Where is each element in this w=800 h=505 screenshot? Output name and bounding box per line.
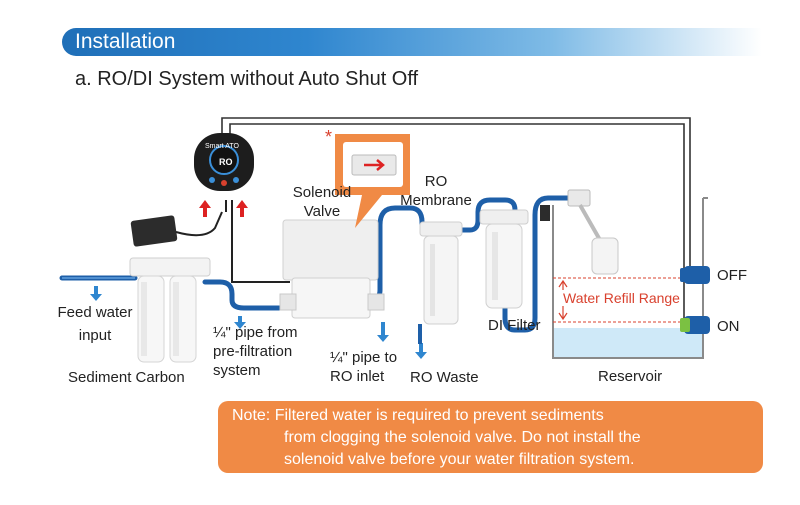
down-arrow-icon [90,286,427,359]
smart-ato-controller-icon [194,133,254,191]
asterisk-mark: * [325,127,333,147]
reservoir-label: Reservoir [598,368,663,385]
solenoid-valve-icon [279,219,385,319]
on-sensor-icon [680,316,710,334]
pipe-pre-filtration-label: ¼" pipe from pre-filtration system [213,324,298,379]
off-sensor-icon [680,266,710,284]
section-title: Installation [75,30,176,53]
off-label: OFF [717,267,747,284]
ro-waste-label: RO Waste [410,369,479,386]
sediment-carbon-filters [129,257,211,363]
di-filter-icon [479,209,529,309]
pipe-ro-inlet-label: ¼" pipe to RO inlet [330,349,398,385]
note-line-2: from clogging the solenoid valve. Do not… [284,429,641,446]
feed-water-label: Feed water input [57,304,133,344]
ato-ro-label: RO [219,157,233,167]
up-arrow-icon [199,200,248,217]
ro-membrane-label: RO Membrane [400,173,472,209]
ro-membrane-icon [418,221,463,344]
note-line-3: solenoid valve before your water filtrat… [284,451,635,468]
di-filter-label: DI Filter [488,317,541,334]
page-subtitle: a. RO/DI System without Auto Shut Off [75,68,419,90]
solenoid-valve-label: Solenoid Valve [292,184,352,220]
float-valve-icon [540,189,619,275]
valve-detail-callout [335,134,410,228]
reservoir-tank [552,197,708,359]
sediment-carbon-label: Sediment Carbon [68,369,185,386]
section-banner [62,28,762,56]
note-box [218,401,763,473]
power-adapter-icon [130,211,223,247]
ato-brand-label: Smart ATO [205,143,239,150]
note-line-1: Note: Filtered water is required to prev… [232,407,604,424]
on-label: ON [717,318,740,335]
water-refill-range-label: Water Refill Range [560,290,683,306]
